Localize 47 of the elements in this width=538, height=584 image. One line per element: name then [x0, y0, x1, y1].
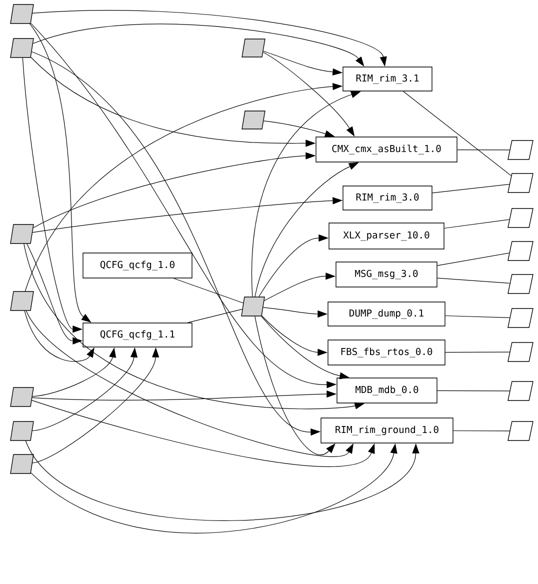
module-box: MDB_mdb_0.0 [336, 378, 438, 404]
parallelogram-node [10, 421, 34, 441]
parallelogram-node [10, 291, 34, 311]
parallelogram-node [242, 38, 266, 58]
parallelogram-node [508, 421, 534, 441]
connector-line [453, 430, 510, 432]
parallelogram-node [508, 274, 534, 294]
connector-line [432, 184, 510, 194]
parallelogram-node [10, 454, 34, 474]
parallelogram-node [10, 387, 34, 407]
module-box: QCFG_qcfg_1.0 [82, 252, 192, 278]
module-box: RIM_rim_3.1 [342, 66, 432, 92]
connector-line [437, 390, 510, 392]
module-box: RIM_rim_ground_1.0 [320, 418, 454, 444]
parallelogram-node [508, 241, 534, 261]
arrow [254, 316, 336, 455]
parallelogram-node [508, 208, 534, 228]
module-box: FBS_fbs_rtos_0.0 [328, 340, 446, 366]
arrow [26, 310, 354, 457]
module-box: MSG_msg_3.0 [336, 262, 438, 288]
parallelogram-node [508, 140, 534, 160]
parallelogram-node [508, 173, 534, 193]
parallelogram-node [10, 224, 34, 244]
connector-line [445, 315, 510, 318]
connector-line [444, 219, 510, 229]
parallelogram-node [508, 381, 534, 401]
parallelogram-node [10, 4, 34, 24]
arrow [24, 310, 94, 362]
module-box: QCFG_qcfg_1.1 [82, 322, 192, 348]
connector-line [402, 91, 512, 176]
parallelogram-node [242, 110, 266, 130]
connector-line [437, 278, 510, 284]
connector-line [437, 252, 510, 266]
parallelogram-node [241, 296, 265, 316]
connector-line [187, 308, 243, 323]
arrow [32, 400, 375, 467]
connector-line [173, 278, 244, 304]
parallelogram-node [10, 38, 34, 58]
arrow [25, 440, 420, 521]
module-box: DUMP_dump_0.1 [328, 302, 446, 326]
connector-line [445, 352, 510, 353]
module-box: XLX_parser_10.0 [328, 222, 444, 250]
module-box: CMX_cmx_asBuilt_1.0 [316, 136, 458, 162]
parallelogram-node [508, 342, 534, 362]
connector-line [457, 149, 510, 150]
parallelogram-node [508, 308, 534, 328]
module-box: RIM_rim_3.0 [342, 186, 432, 210]
